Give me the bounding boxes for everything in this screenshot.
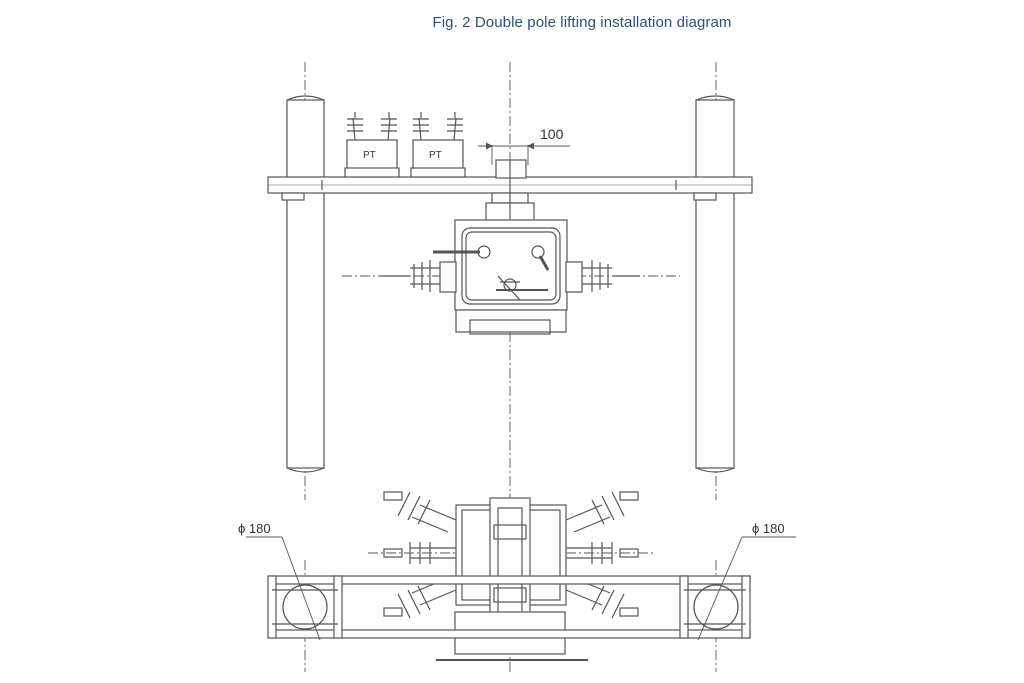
plan-pole-left	[267, 575, 343, 639]
plan-bushing-lower-right	[565, 577, 639, 619]
figure-caption: Fig. 2 Double pole lifting installation …	[432, 14, 732, 31]
plan-bushing-upper-right	[565, 491, 639, 533]
pt-transformer-right	[410, 112, 466, 178]
pt-transformer-left	[344, 112, 400, 178]
diameter-leader-left	[246, 536, 321, 641]
dimension-100-label: 100	[540, 126, 564, 142]
plan-bushing-upper-left	[383, 491, 457, 533]
dimension-100	[478, 142, 570, 165]
pt-label-left: PT	[363, 150, 376, 161]
diameter-leader-right	[697, 536, 796, 641]
bushing-upper-left	[380, 260, 457, 293]
plan-pole-right	[679, 575, 751, 639]
pt-label-right: PT	[429, 150, 442, 161]
plan-bushing-mid-left	[383, 542, 456, 564]
mounting-bracket	[485, 159, 535, 226]
diameter-label-left: ϕ 180	[238, 521, 271, 536]
right-pole	[695, 95, 735, 473]
bushing-upper-right	[565, 260, 640, 293]
left-pole	[286, 95, 325, 473]
breaker-body-upper	[433, 219, 568, 335]
diameter-label-right: ϕ 180	[752, 521, 785, 536]
plan-bushing-mid-right	[566, 542, 639, 564]
